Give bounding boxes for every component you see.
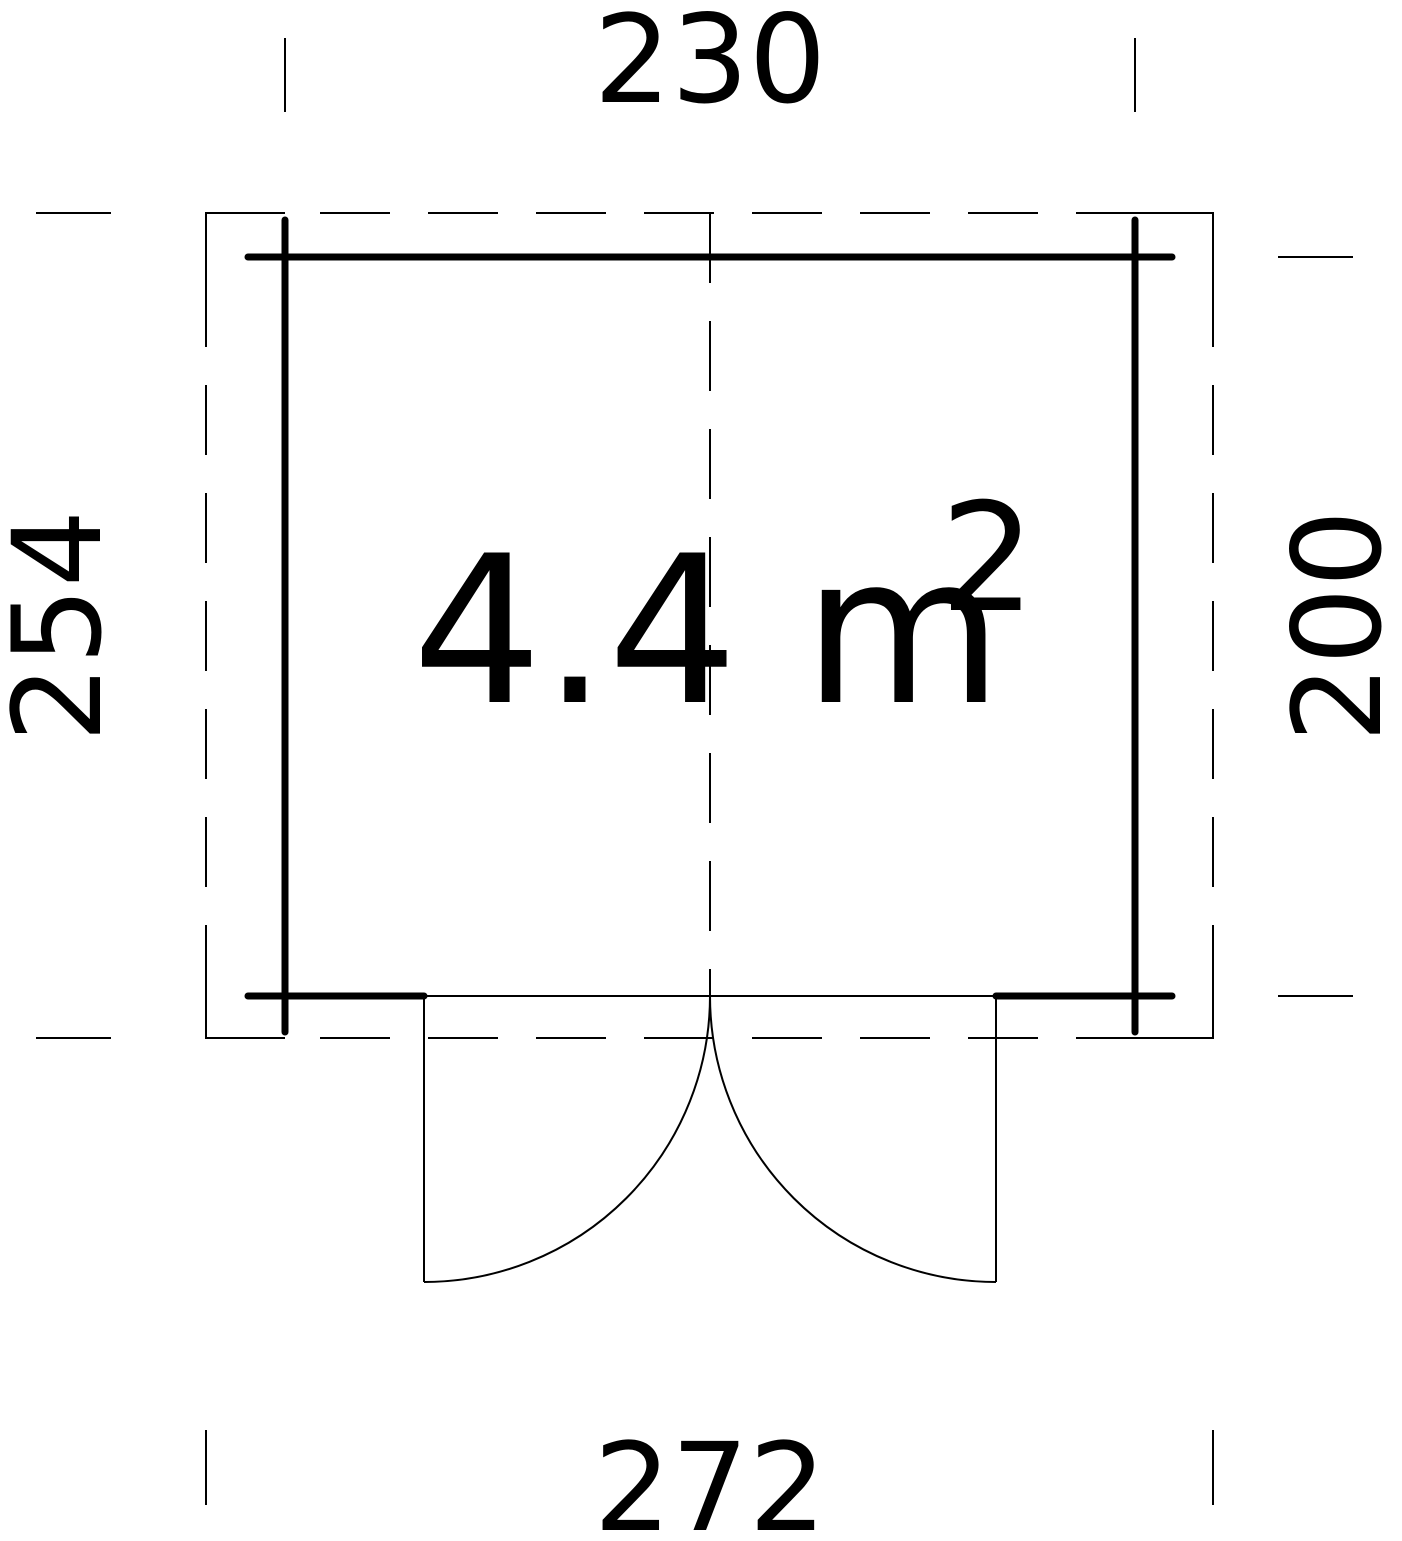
- floor-area-exponent: 2: [940, 472, 1035, 646]
- floor-area-value: 4.4 m: [412, 513, 1003, 751]
- door-swing-arc-left: [423, 995, 711, 1283]
- left-depth-label: 254: [0, 510, 129, 743]
- door-swing-arc-right: [709, 995, 997, 1283]
- double-door: [423, 995, 997, 1283]
- bottom-width-label: 272: [594, 1417, 827, 1541]
- floor-area-label: 4.4 m: [412, 513, 1003, 751]
- walls: [244, 216, 1176, 1036]
- top-width-label: 230: [594, 0, 827, 131]
- right-depth-label: 200: [1267, 510, 1402, 743]
- roof-outline: [205, 212, 1214, 1039]
